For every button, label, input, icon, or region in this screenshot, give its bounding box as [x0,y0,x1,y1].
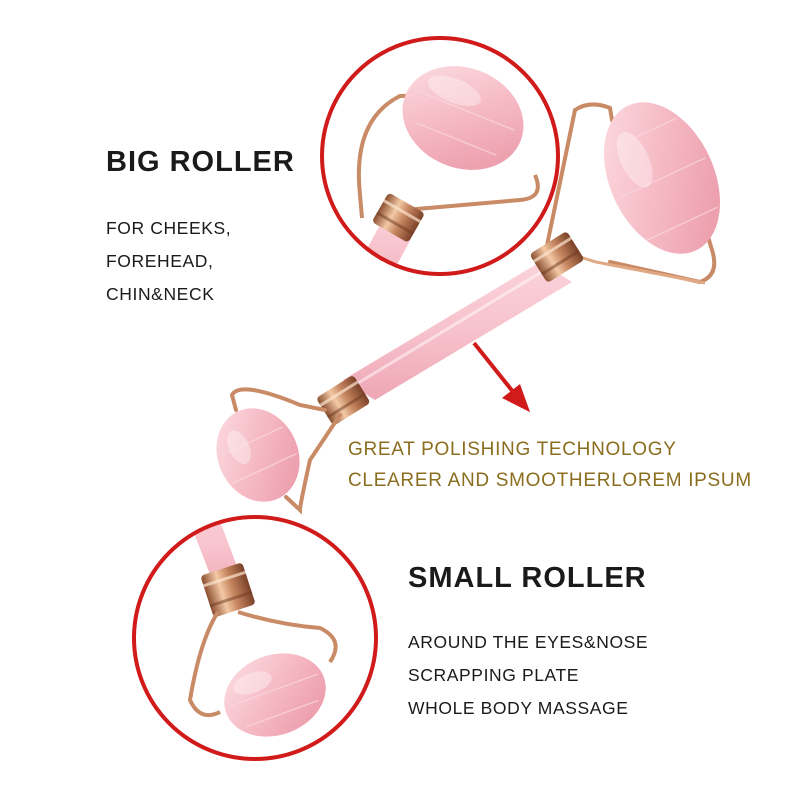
roller-handle [343,262,572,400]
technology-caption: GREAT POLISHING TECHNOLOGY CLEARER AND S… [348,434,752,496]
big-roller-stone [603,102,721,254]
big-roller-use-line: FOREHEAD, [106,251,214,271]
small-roller-frame [229,387,342,515]
big-roller-uses: FOR CHEEKS, FOREHEAD, CHIN&NECK [106,212,231,311]
big-roller-collar [530,232,584,282]
small-roller-uses: AROUND THE EYES&NOSE SCRAPPING PLATE WHO… [408,626,648,725]
small-roller-use-line: SCRAPPING PLATE [408,665,580,685]
small-roller-title: SMALL ROLLER [408,562,647,594]
big-roller-use-line: CHIN&NECK [106,284,215,304]
small-roller-stone [216,408,300,502]
big-roller-use-line: FOR CHEEKS, [106,218,232,238]
big-roller-title: BIG ROLLER [106,146,295,178]
small-roller-use-line: WHOLE BODY MASSAGE [408,698,629,718]
face-roller-main [216,102,721,515]
small-roller-use-line: AROUND THE EYES&NOSE [408,632,649,652]
small-roller-collar [317,376,370,425]
technology-line: GREAT POLISHING TECHNOLOGY [348,439,677,460]
small-roller-detail-circle [132,515,378,761]
technology-line: CLEARER AND SMOOTHERLOREM IPSUM [348,470,752,491]
big-roller-detail-circle [320,36,560,276]
red-arrow-icon [472,341,530,412]
